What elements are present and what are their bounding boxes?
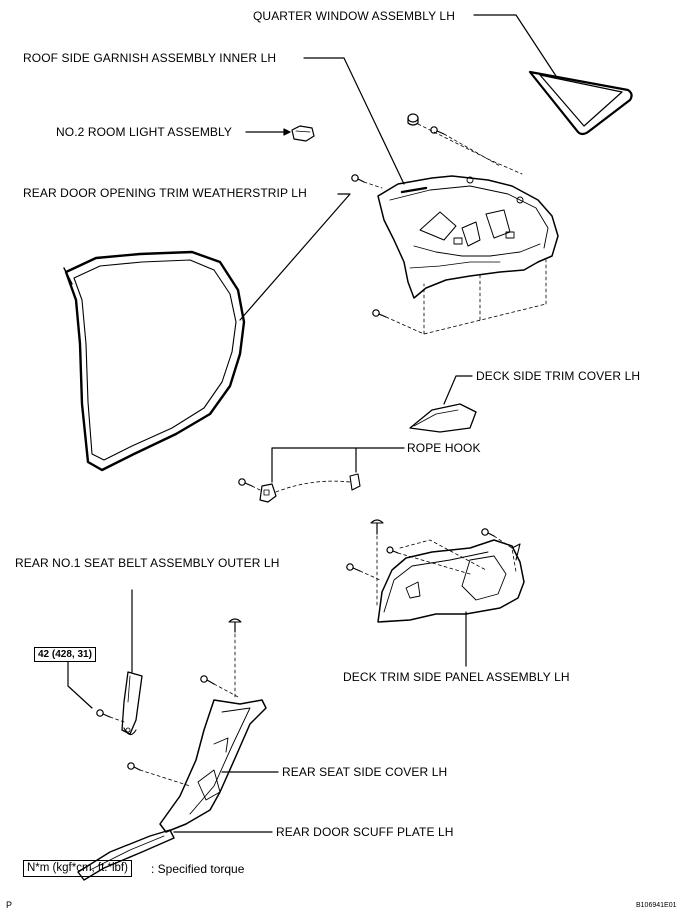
legend-unit-box: N*m (kgf*cm, ft.*lbf): [23, 860, 132, 877]
rear-seat-side-cover-part: [159, 699, 267, 833]
arrow-room-light: [283, 128, 291, 136]
label-roof-side-garnish: ROOF SIDE GARNISH ASSEMBLY INNER LH: [23, 51, 277, 65]
seat-belt-dashed: [109, 716, 125, 723]
room-light-part: [291, 125, 315, 142]
seat-belt-bolt: [96, 709, 111, 718]
leader-rope-hook: [271, 447, 405, 483]
leader-roof-side-garnish: [303, 57, 405, 185]
seat-cover-dashed: [139, 633, 241, 787]
leader-weatherstrip: [239, 193, 351, 321]
legend-description: : Specified torque: [151, 862, 245, 876]
leader-torque: [67, 661, 93, 709]
rope-hook-dashed: [251, 480, 351, 493]
deck-panel-dashed: [359, 535, 517, 609]
figure-id: B106941E01: [636, 902, 677, 909]
leader-quarter-window: [473, 14, 557, 77]
page-marker: P: [6, 900, 13, 910]
deck-side-cover-part: [409, 403, 477, 433]
label-deck-side-cover: DECK SIDE TRIM COVER LH: [476, 369, 641, 383]
rope-hook-parts: [238, 473, 361, 503]
weatherstrip-part: [63, 250, 246, 472]
label-deck-trim-panel: DECK TRIM SIDE PANEL ASSEMBLY LH: [343, 670, 570, 684]
label-scuff-plate: REAR DOOR SCUFF PLATE LH: [276, 825, 454, 839]
deck-trim-panel-part: [377, 539, 525, 623]
torque-spec-box: 42 (428, 31): [34, 647, 96, 662]
leader-deck-side-cover: [443, 375, 473, 405]
seat-cover-fasteners: [127, 618, 242, 771]
garnish-dashed-lines: [363, 123, 547, 335]
seat-belt-part: [121, 671, 143, 736]
quarter-window-part: [528, 70, 633, 136]
roof-side-garnish-part: [377, 175, 559, 299]
label-room-light: NO.2 ROOM LIGHT ASSEMBLY: [56, 125, 233, 139]
garnish-fasteners: [351, 113, 445, 318]
deck-panel-fasteners: [346, 519, 495, 572]
label-rear-seat-cover: REAR SEAT SIDE COVER LH: [282, 765, 448, 779]
label-weatherstrip: REAR DOOR OPENING TRIM WEATHERSTRIP LH: [23, 186, 307, 200]
label-seat-belt: REAR NO.1 SEAT BELT ASSEMBLY OUTER LH: [15, 556, 280, 570]
label-rope-hook: ROPE HOOK: [407, 441, 481, 455]
label-quarter-window: QUARTER WINDOW ASSEMBLY LH: [253, 9, 455, 23]
